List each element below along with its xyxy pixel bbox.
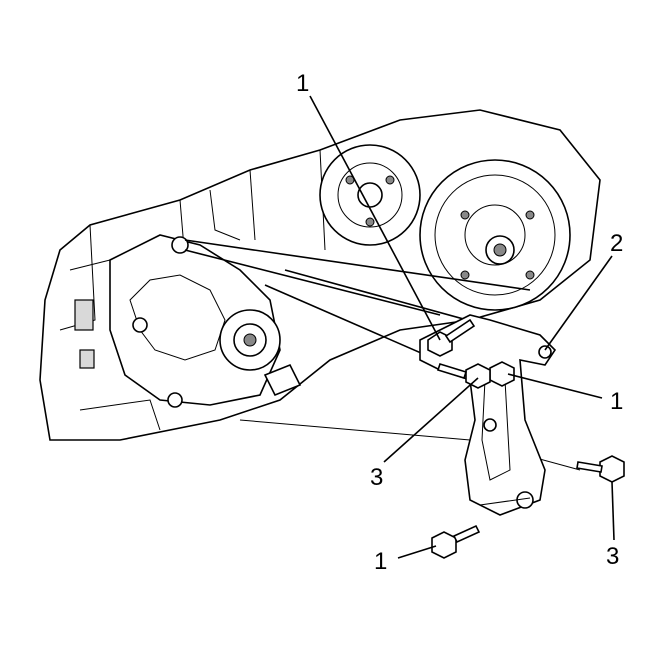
mounting-bracket (419, 314, 557, 516)
callout-1-top: 1 (296, 70, 310, 97)
leader-lines (309, 95, 615, 559)
bolt-lower-right (576, 455, 625, 483)
bolt-top (427, 318, 476, 357)
callout-3-right: 3 (606, 543, 620, 570)
callout-1-right: 1 (610, 388, 624, 415)
flywheel (419, 159, 571, 311)
callout-2: 2 (610, 230, 624, 257)
callout-1-bottom: 1 (374, 548, 388, 575)
bolt-bottom (431, 524, 481, 559)
bolt-left (436, 363, 491, 389)
callout-3-left: 3 (370, 464, 384, 491)
crank-pulley (319, 144, 421, 246)
transaxle-housing (109, 234, 302, 408)
